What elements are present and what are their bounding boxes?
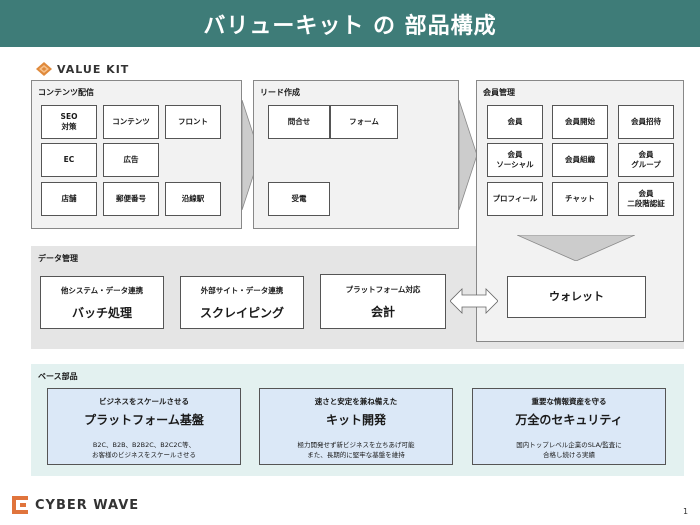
module-store: 店舗 (41, 182, 97, 216)
flow-arrow-down (517, 235, 635, 261)
platform-base-desc: B2C、B2B、B2B2C、B2C2C等、 お客様のビジネスをスケールさせる (92, 441, 196, 460)
accounting-sub: プラットフォーム対応 (345, 284, 421, 294)
module-contents: コンテンツ (103, 105, 159, 139)
module-inquiry: 問合せ (268, 105, 330, 139)
kit-development-main: キット開発 (325, 413, 386, 427)
module-postal-code: 郵便番号 (103, 182, 159, 216)
scraping-box: 外部サイト・データ連携 スクレイピング (180, 276, 304, 329)
kit-development-box: 速さと安定を兼ね備えた キット開発 極力開発せず新ビジネスを立ちあげ可能 また、… (259, 388, 453, 465)
module-member: 会員 (487, 105, 543, 139)
security-sub: 重要な情報資産を守る (531, 397, 607, 406)
brand-name: VALUE KIT (57, 62, 130, 76)
module-profile: プロフィール (487, 182, 543, 216)
security-desc: 国内トップレベル企業のSLA/監査に 合格し続ける実績 (516, 441, 622, 460)
double-arrow-icon (450, 288, 498, 314)
member-panel: 会員管理 会員 会員開始 会員招待 会員 ソーシャル 会員組織 会員 グループ … (476, 80, 684, 342)
lead-title: リード作成 (260, 88, 300, 97)
flow-arrow-right-1 (242, 100, 261, 210)
scraping-sub: 外部サイト・データ連携 (200, 285, 284, 295)
accounting-box: プラットフォーム対応 会計 (320, 274, 446, 329)
kit-development-sub: 速さと安定を兼ね備えた (314, 397, 398, 406)
module-chat: チャット (552, 182, 608, 216)
module-form: フォーム (330, 105, 398, 139)
security-box: 重要な情報資産を守る 万全のセキュリティ 国内トップレベル企業のSLA/監査に … (472, 388, 666, 465)
platform-base-main: プラットフォーム基盤 (84, 413, 204, 427)
module-member-org: 会員組織 (552, 143, 608, 177)
cyberwave-logo-icon (12, 496, 28, 514)
module-member-social: 会員 ソーシャル (487, 143, 543, 177)
scraping-main: スクレイピング (199, 305, 284, 320)
lead-panel: リード作成 問合せ フォーム 受電 (253, 80, 459, 229)
company-name: CYBER WAVE (35, 497, 140, 513)
batch-processing-main: バッチ処理 (71, 305, 132, 320)
kit-development-desc: 極力開発せず新ビジネスを立ちあげ可能 また、長期的に堅牢な基盤を維持 (297, 441, 415, 460)
data-management-title: データ管理 (38, 254, 78, 263)
wallet-box: ウォレット (507, 276, 646, 318)
content-delivery-panel: コンテンツ配信 SEO 対策 コンテンツ フロント EC 広告 店舗 郵便番号 … (31, 80, 242, 229)
security-main: 万全のセキュリティ (515, 413, 623, 427)
page-title: バリューキット の 部品構成 (203, 13, 497, 39)
content-delivery-title: コンテンツ配信 (38, 88, 94, 97)
diamond-logo-icon (36, 62, 52, 76)
module-member-2fa: 会員 二段階認証 (618, 182, 674, 216)
base-parts-title: ベース部品 (38, 372, 78, 381)
module-member-start: 会員開始 (552, 105, 608, 139)
platform-base-sub: ビジネスをスケールさせる (99, 397, 189, 406)
title-bar: バリューキット の 部品構成 (0, 0, 700, 47)
page-number: 1 (683, 507, 689, 516)
module-member-invite: 会員招待 (618, 105, 674, 139)
flow-arrow-right-2 (459, 100, 478, 210)
cyberwave-logo: CYBER WAVE (10, 495, 139, 515)
module-ads: 広告 (103, 143, 159, 177)
platform-base-box: ビジネスをスケールさせる プラットフォーム基盤 B2C、B2B、B2B2C、B2… (47, 388, 241, 465)
module-station: 沿線駅 (165, 182, 221, 216)
batch-processing-sub: 他システム・データ連携 (60, 285, 144, 295)
module-member-group: 会員 グループ (618, 143, 674, 177)
valuekit-logo: VALUE KIT (36, 62, 129, 76)
module-ec: EC (41, 143, 97, 177)
member-title: 会員管理 (483, 88, 515, 97)
module-front: フロント (165, 105, 221, 139)
module-call: 受電 (268, 182, 330, 216)
accounting-main: 会計 (370, 304, 395, 319)
batch-processing-box: 他システム・データ連携 バッチ処理 (40, 276, 164, 329)
module-seo: SEO 対策 (41, 105, 97, 139)
